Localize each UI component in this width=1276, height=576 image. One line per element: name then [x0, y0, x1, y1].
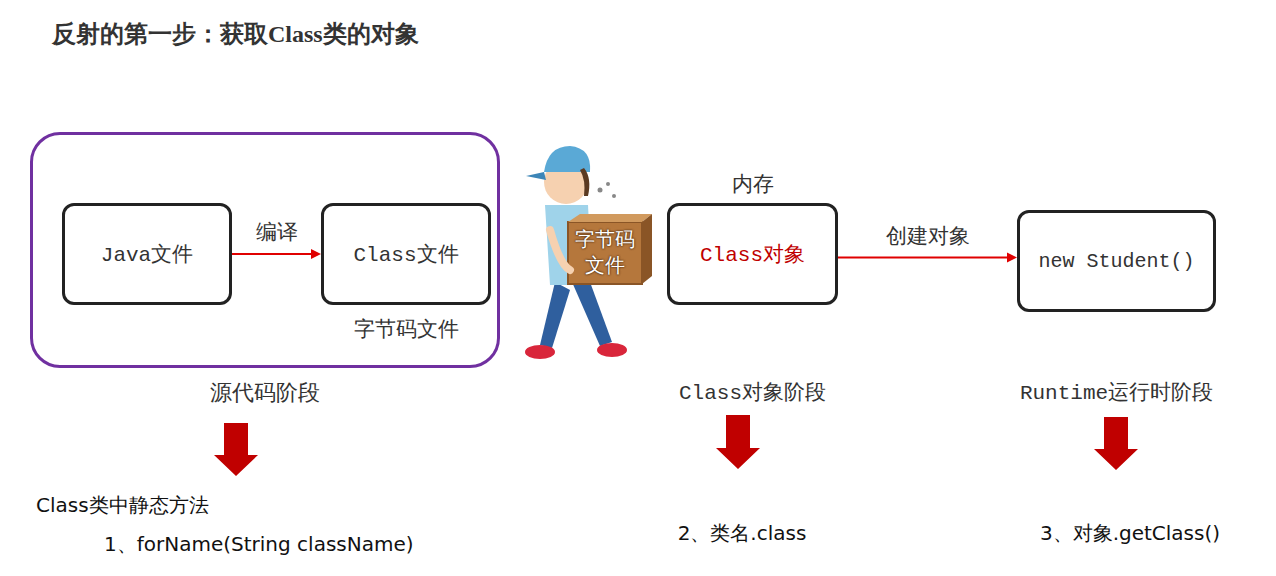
box-text: Java文件 — [101, 240, 193, 268]
edge-arrow — [232, 249, 321, 259]
file-box: Class文件字节码文件 — [321, 203, 491, 305]
memory-box: 内存Class对象Class对象阶段 — [667, 203, 838, 305]
method-item: 1、forName(String className) — [104, 531, 414, 558]
porter-figure — [525, 146, 652, 359]
box-label: 字节码 文件 — [569, 226, 641, 278]
stage-region: 源代码阶段Java文件Class文件字节码文件 — [30, 132, 500, 368]
box-text: Class文件 — [353, 240, 458, 268]
diagram-title: 反射的第一步：获取Class类的对象 — [52, 18, 419, 50]
object-box: new Student()Runtime运行时阶段 — [1017, 210, 1216, 312]
stage-label: 源代码阶段 — [210, 378, 320, 408]
stage-label: Class对象阶段 — [679, 378, 826, 406]
method-heading: Class类中静态方法 — [36, 492, 209, 519]
edge-label: 编译 — [256, 218, 298, 246]
box-text: Class对象 — [700, 240, 805, 268]
down-arrows — [214, 415, 1138, 476]
method-item: 3、对象.getClass() — [1040, 520, 1220, 547]
box-text: new Student() — [1038, 250, 1194, 273]
file-caption: 字节码文件 — [354, 315, 459, 343]
file-box: Java文件 — [62, 203, 232, 305]
edge-arrow — [838, 253, 1017, 263]
method-item: 2、类名.class — [678, 520, 807, 547]
memory-label: 内存 — [732, 170, 774, 198]
stage-label: Runtime运行时阶段 — [1020, 378, 1213, 406]
edge-label: 创建对象 — [886, 222, 970, 250]
